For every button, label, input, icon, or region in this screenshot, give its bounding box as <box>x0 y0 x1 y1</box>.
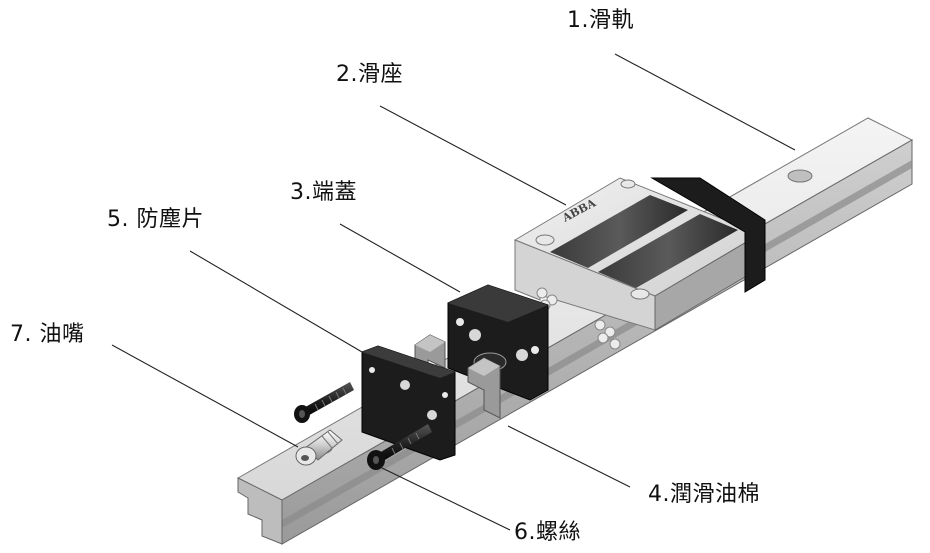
leader-lube-felt <box>507 425 631 488</box>
screw-upper <box>294 382 354 423</box>
label-block: 2.滑座 <box>336 62 403 87</box>
grease-nipple <box>295 429 343 466</box>
leader-block <box>379 105 567 206</box>
label-lube-felt: 4.潤滑油棉 <box>648 482 760 507</box>
label-screw: 6.螺絲 <box>514 520 581 545</box>
label-rail: 1.滑軌 <box>567 8 634 33</box>
leader-screw <box>381 467 511 531</box>
leader-dust-seal <box>189 250 363 353</box>
leader-lines <box>111 53 796 531</box>
label-end-cap: 3.端蓋 <box>290 180 357 205</box>
leader-rail <box>614 53 796 151</box>
label-dust-seal: 5. 防塵片 <box>107 207 204 232</box>
screw-lower <box>367 424 432 470</box>
leader-grease-nipple <box>111 344 299 448</box>
rail-hole-icon <box>787 169 813 183</box>
leader-end-cap <box>339 223 461 293</box>
label-grease-nipple: 7. 油嘴 <box>10 322 85 347</box>
block: ABBA <box>513 177 766 350</box>
